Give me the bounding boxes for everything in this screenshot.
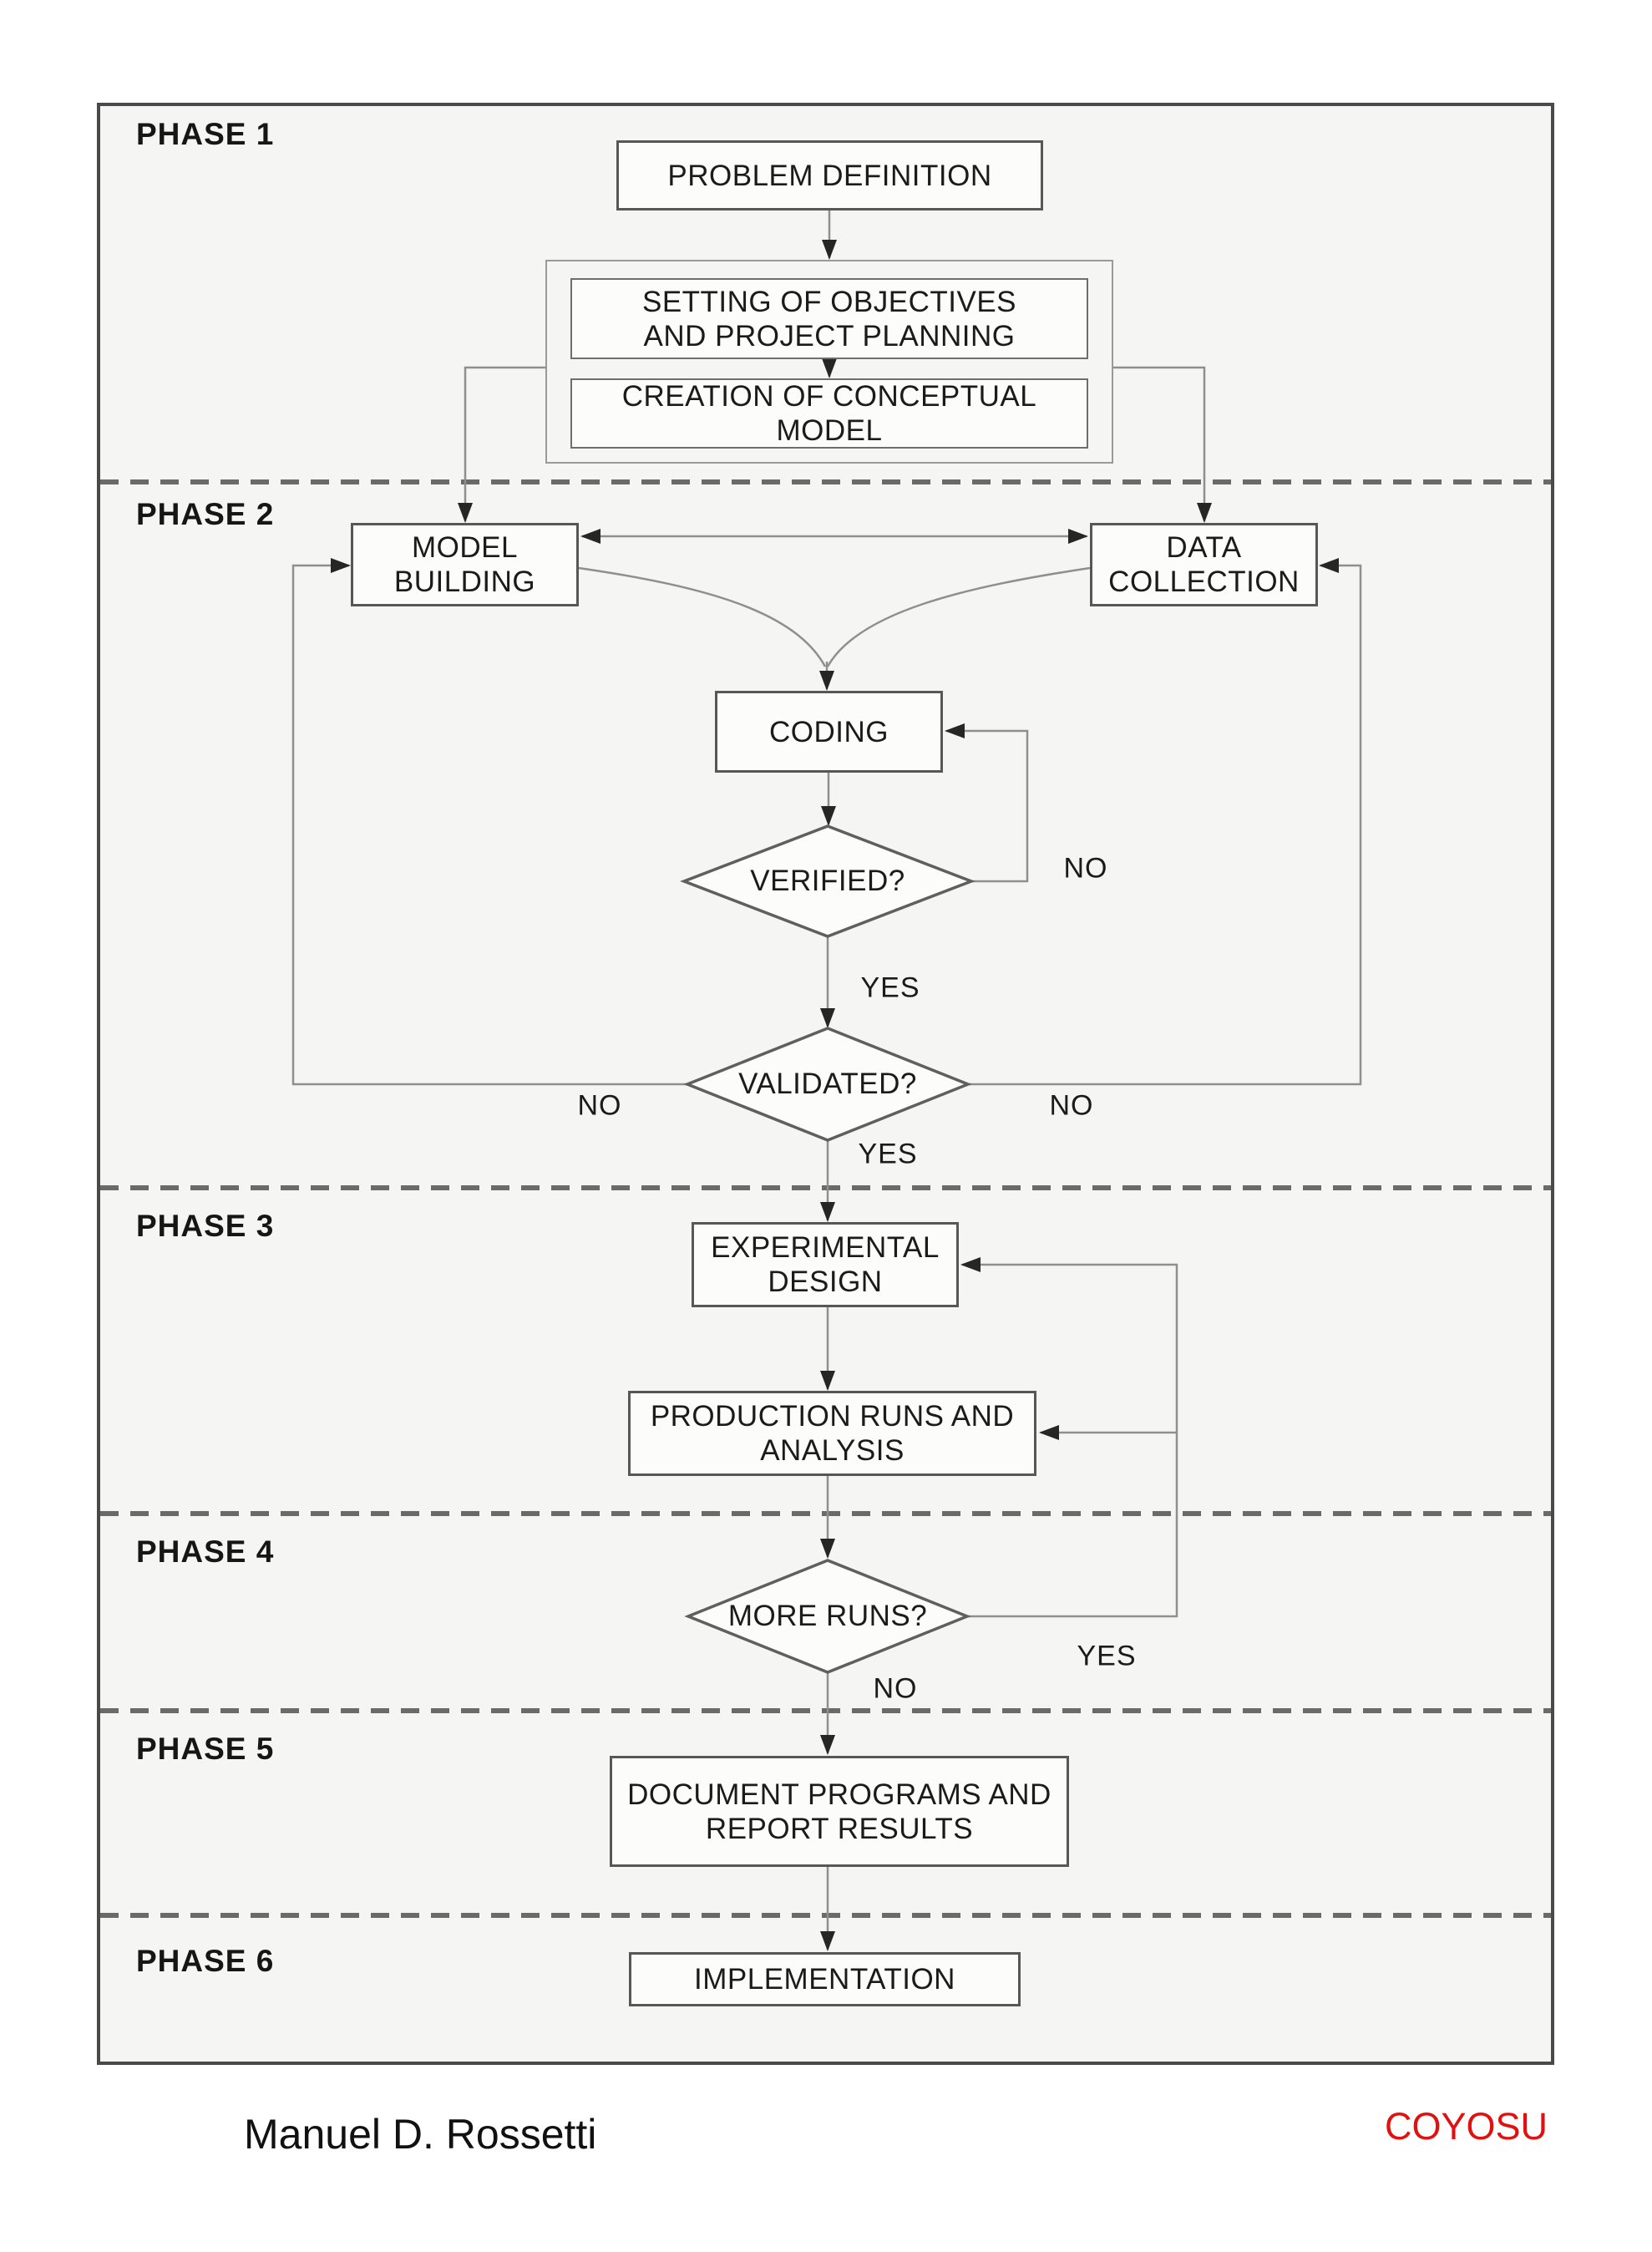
implementation-node: IMPLEMENTATION: [629, 1952, 1021, 2006]
connector-phase1-to-modelbuilding: [458, 366, 545, 523]
document-programs-node: DOCUMENT PROGRAMS AND REPORT RESULTS: [610, 1756, 1069, 1867]
decision-diamonds: [680, 824, 975, 1674]
validated-yes-label: YES: [858, 1138, 918, 1170]
document-programs-label-line1: DOCUMENT PROGRAMS AND: [627, 1778, 1052, 1811]
phase1-group-container: [545, 260, 1113, 464]
phase-3-label: PHASE 3: [136, 1209, 275, 1243]
connector-moreruns-yes-to-experimentaldesign: [960, 1257, 1178, 1618]
connector-phase1-to-datacollection: [1113, 366, 1212, 523]
connector-modelbuilding-curve-to-coding: [578, 566, 827, 667]
problem-definition-node: PROBLEM DEFINITION: [616, 140, 1043, 210]
creation-model-label-line1: CREATION OF CONCEPTUAL: [621, 380, 1037, 413]
validated-no-right-label: NO: [1049, 1089, 1094, 1122]
problem-definition-label: PROBLEM DEFINITION: [667, 159, 992, 192]
production-runs-label-line1: PRODUCTION RUNS AND: [650, 1400, 1015, 1433]
footer-author-text: Manuel D. Rossetti: [244, 2111, 597, 2158]
data-collection-label-line2: COLLECTION: [1108, 566, 1300, 598]
phase-5-label: PHASE 5: [136, 1732, 275, 1766]
validated-decision-diamond: [683, 1027, 972, 1142]
verified-decision-diamond: [680, 824, 975, 938]
more-runs-decision-diamond: [684, 1559, 971, 1674]
creation-conceptual-model-node: CREATION OF CONCEPTUAL MODEL: [570, 378, 1088, 449]
data-collection-node: DATA COLLECTION: [1090, 523, 1318, 606]
model-building-label-line2: BUILDING: [393, 566, 536, 598]
validated-no-left-label: NO: [577, 1089, 622, 1122]
phase-6-label: PHASE 6: [136, 1944, 275, 1978]
verified-yes-label: YES: [860, 971, 920, 1004]
model-building-node: MODEL BUILDING: [351, 523, 579, 606]
experimental-design-label-line2: DESIGN: [768, 1265, 883, 1298]
more-runs-yes-label: YES: [1077, 1640, 1137, 1672]
footer-brand-text: COYOSU: [1385, 2105, 1548, 2148]
production-runs-node: PRODUCTION RUNS AND ANALYSIS: [628, 1391, 1036, 1476]
experimental-design-label-line1: EXPERIMENTAL: [711, 1231, 940, 1264]
experimental-design-node: EXPERIMENTAL DESIGN: [692, 1222, 959, 1307]
setting-objectives-node: SETTING OF OBJECTIVES AND PROJECT PLANNI…: [570, 278, 1088, 359]
connector-validated-no-to-modelbuilding: [291, 558, 687, 1086]
phase-1-label: PHASE 1: [136, 117, 275, 151]
coding-label: CODING: [769, 715, 889, 748]
phase-divider-lines: [100, 479, 1551, 1918]
implementation-label: IMPLEMENTATION: [694, 1963, 955, 1996]
more-runs-no-label: NO: [873, 1672, 918, 1705]
phase-2-label: PHASE 2: [136, 497, 275, 531]
document-programs-label-line2: REPORT RESULTS: [705, 1812, 974, 1845]
setting-objectives-label-line1: SETTING OF OBJECTIVES: [641, 285, 1017, 318]
coding-node: CODING: [715, 691, 943, 773]
production-runs-label-line2: ANALYSIS: [760, 1434, 905, 1467]
connector-lines: [291, 210, 1362, 1951]
verified-no-label: NO: [1063, 852, 1108, 885]
more-runs-label: MORE RUNS?: [727, 1600, 928, 1632]
connector-datacollection-curve-to-coding: [826, 566, 1091, 667]
connector-verified-no-loop-to-coding: [945, 723, 1029, 883]
phase-4-label: PHASE 4: [136, 1534, 275, 1569]
data-collection-label-line1: DATA: [1166, 531, 1242, 564]
connector-validated-no-to-datacollection: [968, 558, 1362, 1086]
model-building-label-line1: MODEL: [412, 531, 518, 564]
setting-objectives-label-line2: AND PROJECT PLANNING: [643, 319, 1016, 353]
verified-label: VERIFIED?: [750, 865, 905, 897]
validated-label: VALIDATED?: [738, 1068, 917, 1100]
creation-model-label-line2: MODEL: [776, 414, 883, 447]
